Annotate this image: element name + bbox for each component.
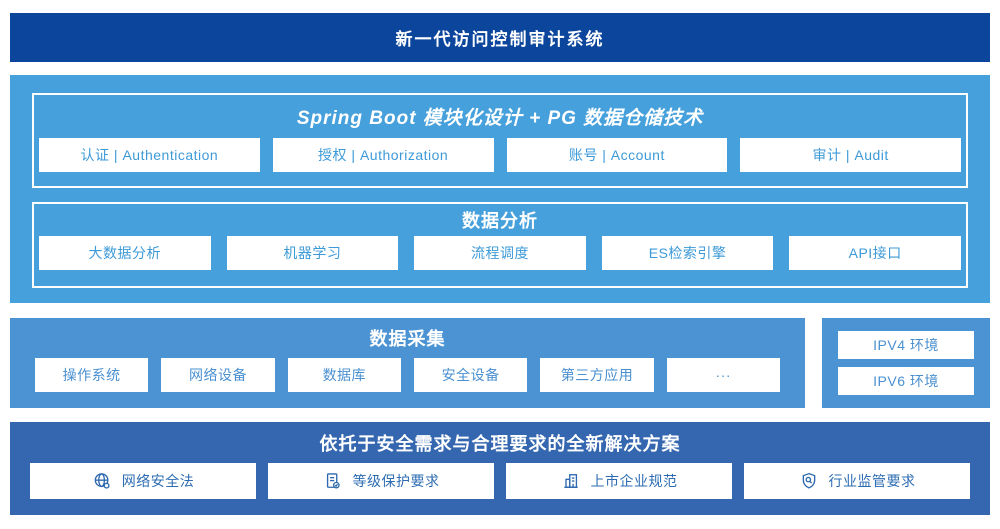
middle-row: 数据采集 操作系统 网络设备 数据库 安全设备 第三方应用 ··· IPV4 环… <box>10 318 990 408</box>
data-analysis-modules-row: 大数据分析 机器学习 流程调度 ES检索引擎 API接口 <box>39 236 961 270</box>
data-collection-panel: 数据采集 操作系统 网络设备 数据库 安全设备 第三方应用 ··· <box>10 318 805 408</box>
building-icon <box>561 471 581 491</box>
solution-title: 依托于安全需求与合理要求的全新解决方案 <box>319 433 681 454</box>
shield-search-icon <box>799 471 819 491</box>
solution-box-cybersecurity-law: 网络安全法 <box>30 463 256 499</box>
solution-box-label: 行业监管要求 <box>828 473 916 489</box>
solution-box-industry-regulation: 行业监管要求 <box>744 463 970 499</box>
solution-box-label: 上市企业规范 <box>590 473 678 489</box>
analysis-box-es-search: ES检索引擎 <box>601 236 774 270</box>
collection-box-os: 操作系统 <box>35 358 149 392</box>
env-box-ipv6: IPV6 环境 <box>838 367 974 395</box>
data-collection-row: 操作系统 网络设备 数据库 安全设备 第三方应用 ··· <box>35 358 780 392</box>
solution-row: 网络安全法 等级保护要求 <box>30 463 970 499</box>
platform-panel: Spring Boot 模块化设计 + PG 数据仓储技术 认证 | Authe… <box>10 75 990 303</box>
module-box-authorization: 授权 | Authorization <box>272 138 494 172</box>
document-check-icon <box>323 471 343 491</box>
collection-box-more: ··· <box>666 358 780 392</box>
data-collection-title: 数据采集 <box>369 329 446 349</box>
module-box-account: 账号 | Account <box>506 138 728 172</box>
module-box-authentication: 认证 | Authentication <box>39 138 260 172</box>
analysis-box-api: API接口 <box>789 236 961 270</box>
analysis-box-workflow: 流程调度 <box>414 236 586 270</box>
env-box-ipv4: IPV4 环境 <box>838 331 974 359</box>
solution-panel: 依托于安全需求与合理要求的全新解决方案 网络安全法 <box>10 422 990 515</box>
globe-icon <box>92 471 112 491</box>
spring-boot-section: Spring Boot 模块化设计 + PG 数据仓储技术 认证 | Authe… <box>32 93 968 188</box>
solution-box-label: 等级保护要求 <box>352 473 440 489</box>
collection-box-database: 数据库 <box>287 358 401 392</box>
spring-boot-section-title: Spring Boot 模块化设计 + PG 数据仓储技术 <box>296 108 704 129</box>
module-box-audit: 审计 | Audit <box>740 138 961 172</box>
solution-box-listed-company: 上市企业规范 <box>506 463 732 499</box>
data-analysis-section-title: 数据分析 <box>462 211 538 231</box>
data-analysis-section: 数据分析 大数据分析 机器学习 流程调度 ES检索引擎 API接口 <box>32 202 968 288</box>
analysis-box-bigdata: 大数据分析 <box>39 236 211 270</box>
collection-box-network-device: 网络设备 <box>161 358 275 392</box>
collection-box-third-party: 第三方应用 <box>540 358 654 392</box>
solution-box-label: 网络安全法 <box>121 473 195 489</box>
analysis-box-machine-learning: 机器学习 <box>226 236 399 270</box>
solution-box-classified-protection: 等级保护要求 <box>268 463 494 499</box>
spring-boot-modules-row: 认证 | Authentication 授权 | Authorization 账… <box>39 138 961 172</box>
collection-box-security-device: 安全设备 <box>413 358 528 392</box>
page-title: 新一代访问控制审计系统 <box>395 30 605 49</box>
network-environment-panel: IPV4 环境 IPV6 环境 <box>822 318 990 408</box>
diagram-title-banner: 新一代访问控制审计系统 <box>10 13 990 62</box>
